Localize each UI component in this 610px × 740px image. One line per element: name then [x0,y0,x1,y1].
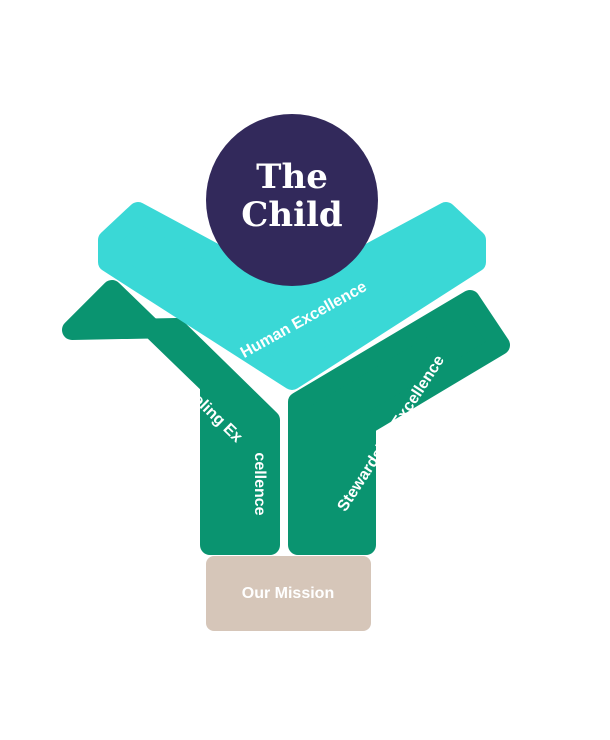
the-child-title-line2: Child [241,195,342,235]
human-excellence-shape [98,202,486,390]
schooling-excellence-label-part2: cellence [251,452,268,515]
the-child-circle [206,114,378,286]
the-child-title-line1: The [256,157,328,197]
stewardship-excellence-shape [288,290,510,555]
schooling-excellence-body [85,300,265,540]
our-mission-box [206,556,371,631]
our-mission-label: Our Mission [242,585,334,602]
